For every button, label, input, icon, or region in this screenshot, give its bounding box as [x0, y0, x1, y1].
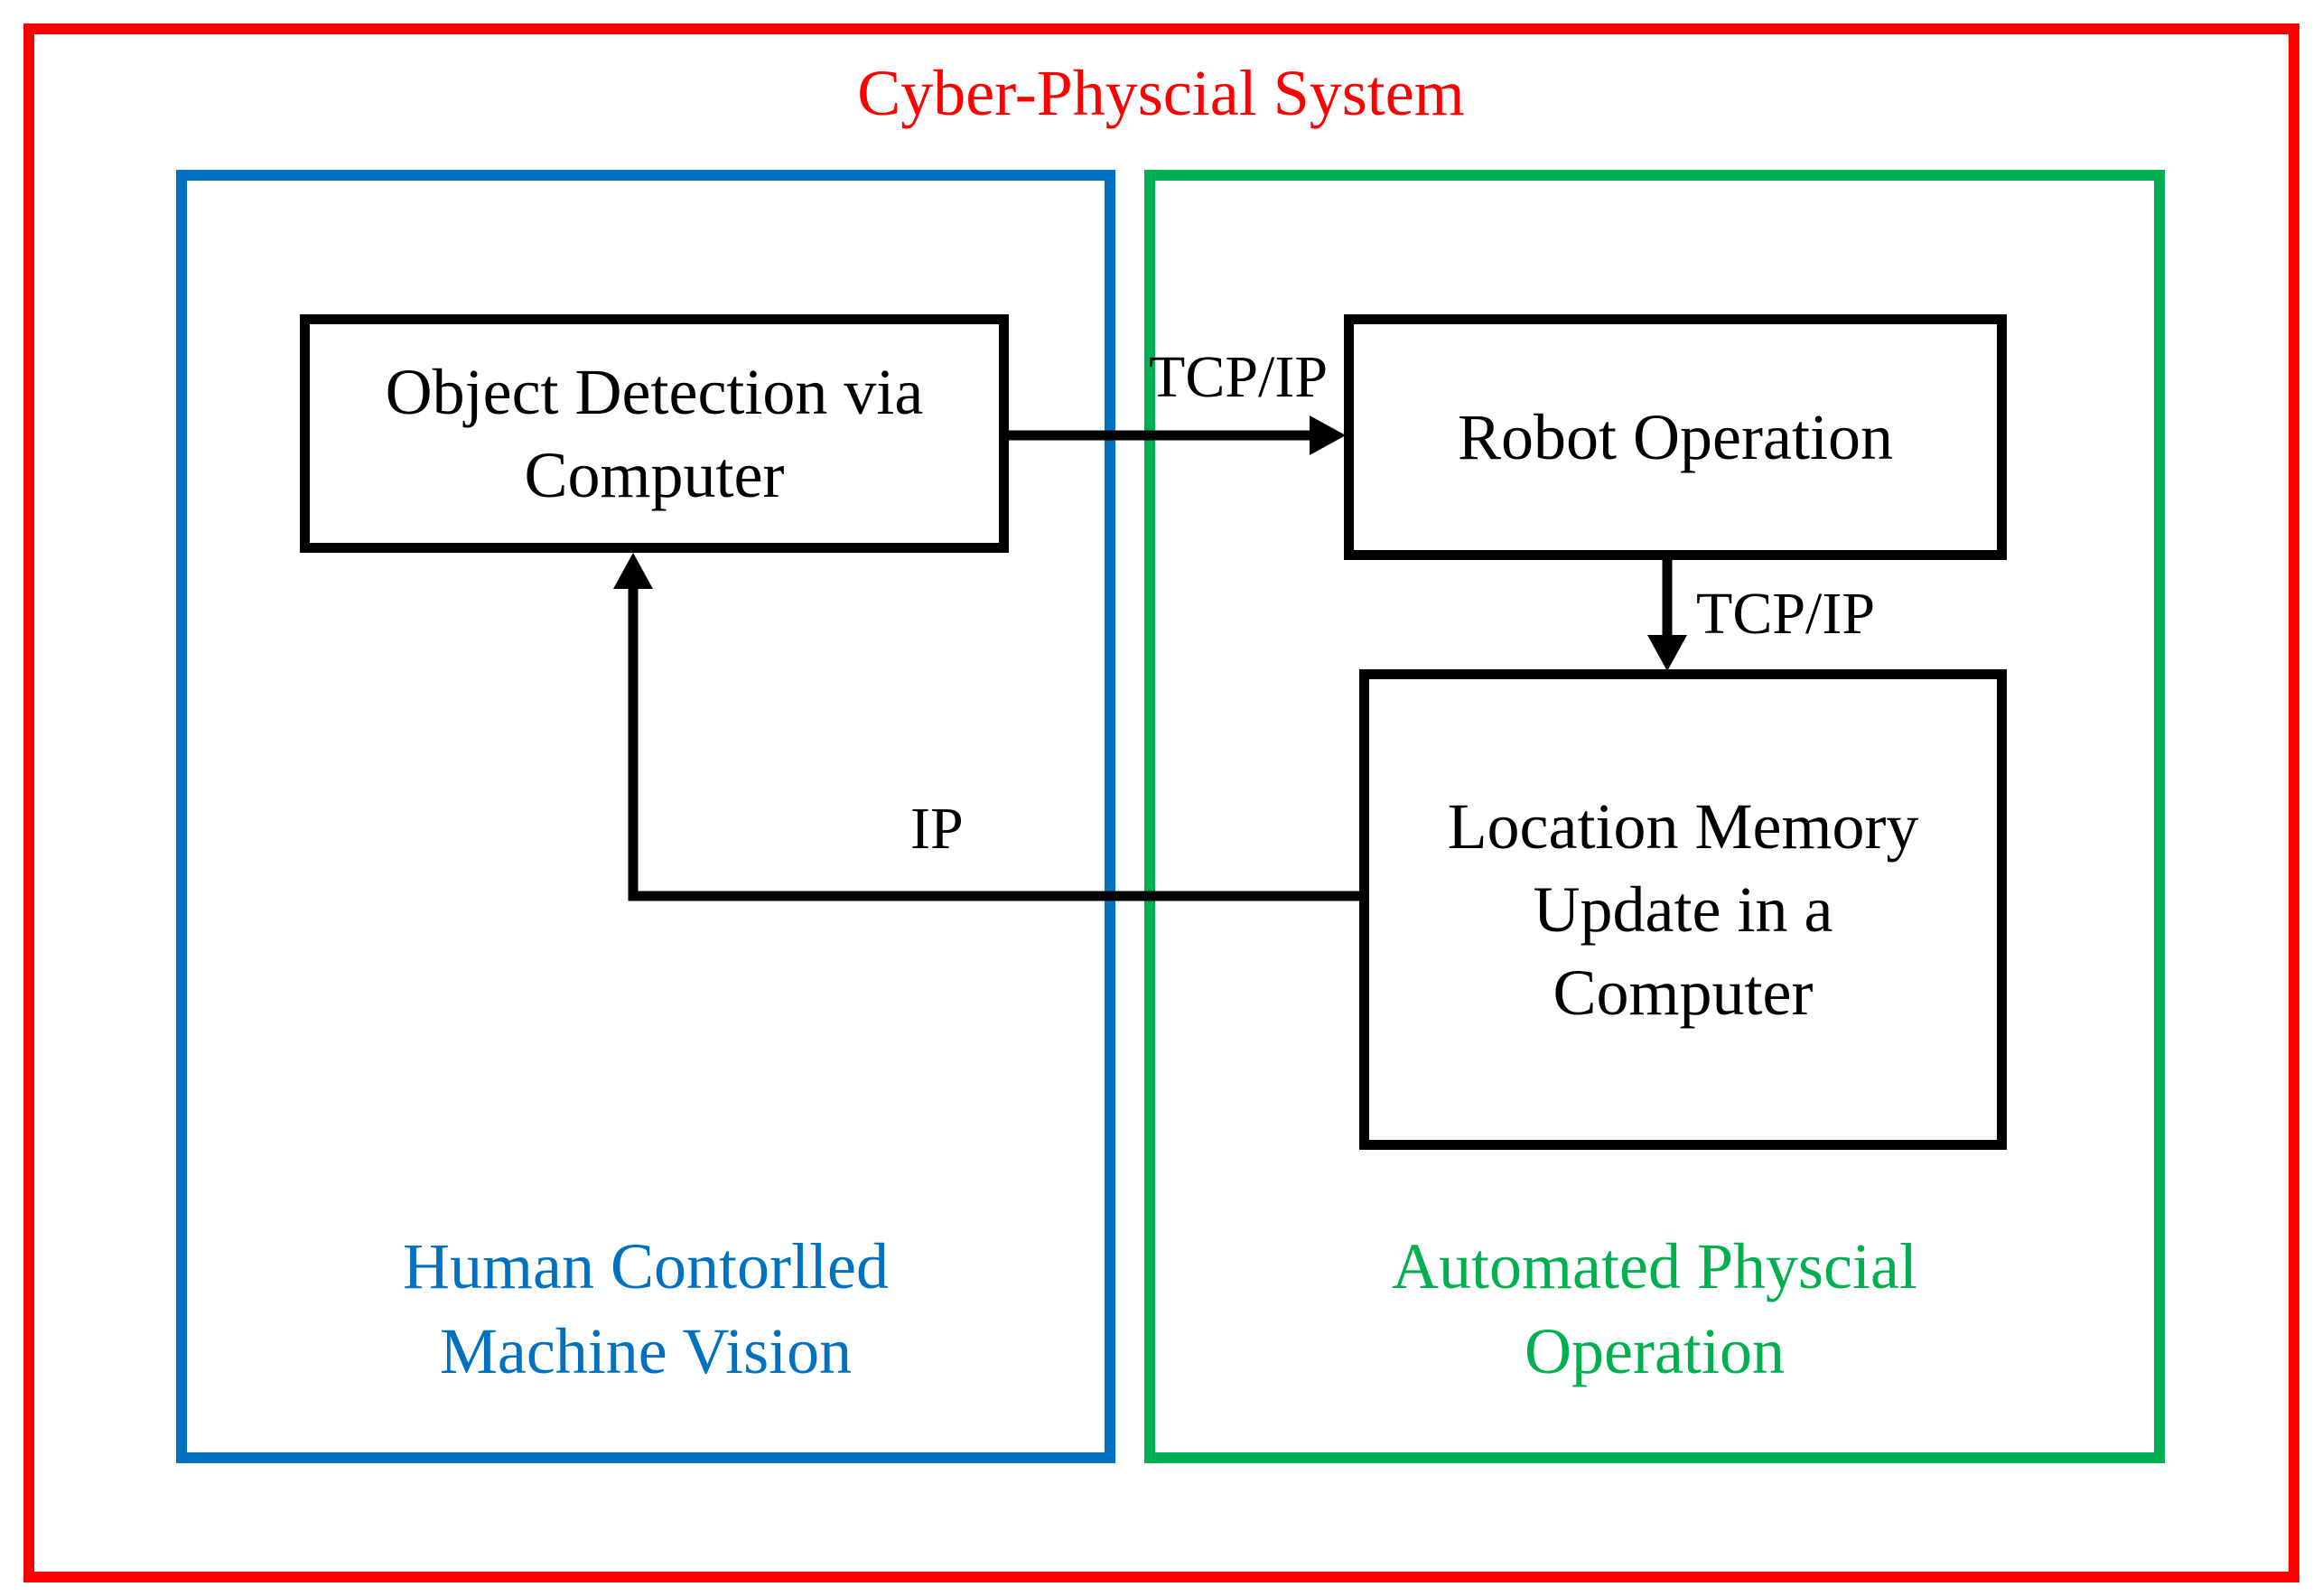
arrowhead-to-detection [613, 553, 653, 589]
machine-vision-group-title: Human Contorlled Machine Vision [403, 1230, 889, 1387]
machine-vision-group-frame [176, 170, 1115, 1463]
physical-operation-group-frame [1144, 170, 2165, 1463]
arrowhead-to-robot [1310, 415, 1346, 455]
arrow-memory-to-detection [628, 587, 1359, 901]
robot-operation-node: Robot Operation [1344, 314, 2007, 560]
arrowhead-to-memory [1647, 635, 1687, 671]
cyber-physical-system-frame [23, 23, 2299, 1582]
location-memory-node: Location Memory Update in a Computer [1359, 669, 2007, 1150]
object-detection-node: Object Detection via Computer [300, 314, 1009, 553]
edge-label-tcp-ip-top: TCP/IP [1149, 344, 1329, 410]
edge-label-ip: IP [910, 796, 964, 862]
edge-label-tcp-ip-right: TCP/IP [1696, 581, 1876, 647]
system-title: Cyber-Physcial System [857, 57, 1465, 129]
physical-operation-group-title: Automated Physcial Operation [1392, 1230, 1917, 1387]
